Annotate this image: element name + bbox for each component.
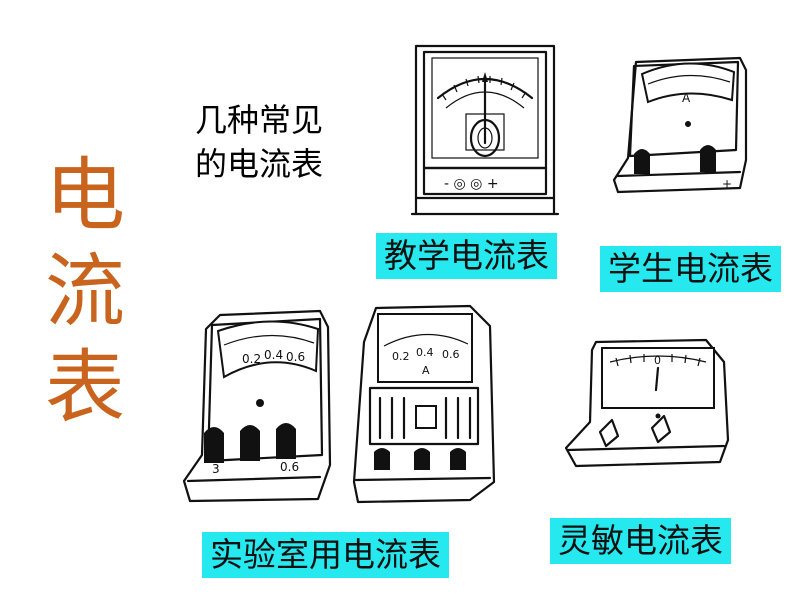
lab1-terminal-2: 0.6	[280, 460, 299, 474]
teaching-terminals: - ◎ ◎ +	[444, 176, 499, 192]
vertical-title: 电 流 表	[30, 148, 140, 436]
student-ammeter-icon: A +	[612, 56, 748, 194]
lab2-unit: A	[422, 364, 430, 377]
lab1-scale-2: 0.4	[264, 348, 283, 362]
lab-ammeter-icon: 0.2 0.4 0.6 A	[352, 304, 496, 504]
lab-ammeter-icon: 0.2 0.4 0.6 3 0.6	[182, 309, 332, 503]
lab1-terminal-1: 3	[212, 462, 220, 476]
label-student-ammeter: 学生电流表	[600, 246, 781, 292]
label-sensitive-ammeter: 灵敏电流表	[550, 518, 731, 564]
subtitle-line-1: 几种常见	[195, 101, 324, 139]
title-char-2: 流	[45, 245, 125, 338]
student-unit: A	[682, 91, 691, 105]
lab1-scale-3: 0.6	[286, 350, 305, 364]
lab2-scale-3: 0.6	[442, 348, 460, 361]
lab2-scale-2: 0.4	[416, 346, 434, 359]
teaching-ammeter-icon: - ◎ ◎ +	[410, 44, 560, 216]
label-lab-ammeter: 实验室用电流表	[202, 532, 449, 578]
svg-text:+: +	[722, 177, 732, 191]
title-char-3: 表	[45, 341, 125, 434]
galvanometer-zero: 0	[654, 354, 661, 367]
lab2-scale-1: 0.2	[392, 350, 410, 363]
subtitle: 几种常见 的电流表	[195, 98, 365, 186]
lab1-scale-1: 0.2	[242, 352, 261, 366]
label-teaching-ammeter: 教学电流表	[376, 233, 557, 279]
subtitle-line-2: 的电流表	[195, 145, 324, 183]
title-char-1: 电	[45, 149, 125, 242]
galvanometer-icon: 0	[564, 338, 730, 468]
